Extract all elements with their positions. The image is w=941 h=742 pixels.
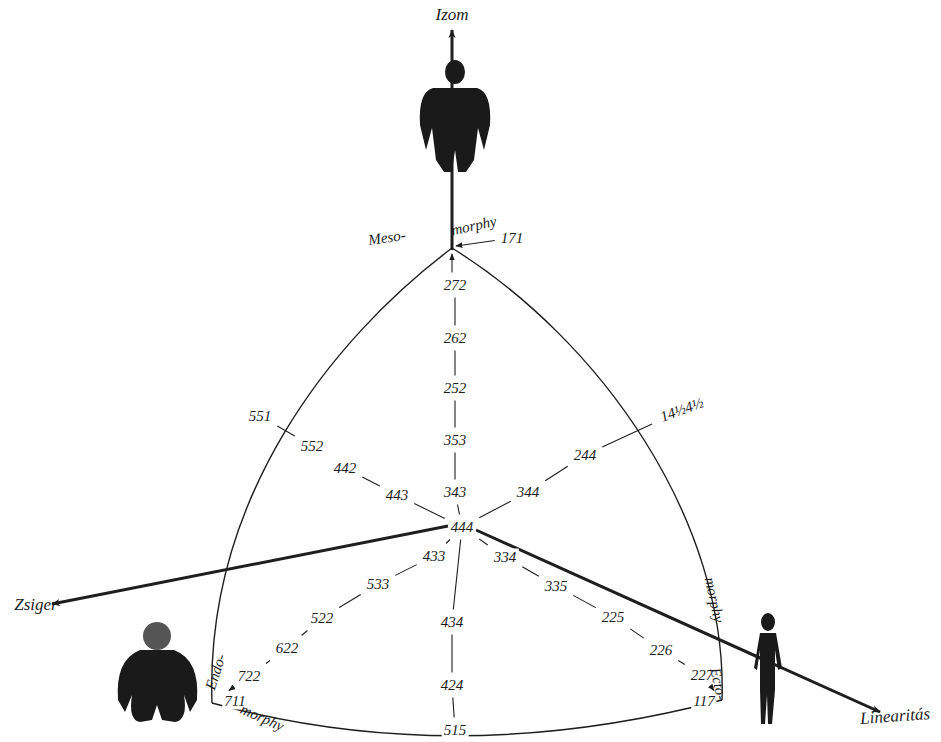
outline-right	[452, 248, 722, 700]
leader-line	[602, 424, 652, 447]
type-label: morphy	[448, 213, 500, 240]
leader-line	[522, 567, 539, 576]
leader-line	[573, 595, 596, 607]
somatotype-number: 353	[442, 432, 469, 449]
somatotype-number: 522	[309, 610, 336, 627]
axis-arrow	[476, 530, 880, 712]
leader-line	[678, 661, 685, 665]
leader-line	[630, 629, 644, 638]
type-label: Meso-	[365, 227, 408, 250]
somatotype-number: 444	[449, 519, 476, 536]
leader-line	[456, 240, 495, 246]
somatotype-number: 335	[543, 578, 570, 595]
leader-line	[454, 453, 455, 480]
somatotype-number: 244	[572, 447, 599, 464]
leader-line	[446, 540, 450, 544]
somatotype-number: 262	[442, 330, 469, 347]
somatotype-number: 443	[384, 487, 411, 504]
axis-label: Linearitás	[857, 704, 932, 728]
type-label: morphy	[236, 700, 288, 736]
somatotype-number: 551	[247, 408, 274, 425]
leader-line	[479, 501, 511, 518]
somatotype-number: 434	[439, 614, 466, 631]
leader-line	[302, 631, 308, 636]
outline-left	[212, 248, 452, 703]
mesomorph-figure	[420, 60, 490, 172]
leader-line	[458, 505, 460, 515]
leader-line	[339, 594, 361, 607]
somatotype-number: 533	[365, 576, 392, 593]
somatotype-number: 424	[439, 677, 466, 694]
type-label: Endo-	[202, 650, 231, 694]
somatotype-number: 343	[442, 484, 469, 501]
endomorph-figure	[118, 622, 198, 722]
leader-line	[362, 477, 380, 486]
leader-line	[454, 401, 455, 428]
somatotype-number: 344	[515, 484, 542, 501]
somatotype-number: 272	[442, 277, 469, 294]
somatotype-number: 622	[274, 640, 301, 657]
axis-arrow	[52, 526, 448, 604]
leader-line	[266, 661, 270, 664]
somatotype-number: 171	[499, 230, 526, 247]
leader-line	[277, 426, 295, 436]
leader-line	[454, 351, 455, 376]
leader-lines	[229, 240, 714, 717]
type-label: morphy	[701, 574, 728, 626]
somatotype-number: 442	[332, 460, 359, 477]
somatotype-number: 14½4½	[656, 394, 708, 427]
somatotype-number: 226	[648, 642, 675, 659]
somatotype-number: 552	[299, 438, 326, 455]
somatotype-number: 334	[492, 549, 519, 566]
leader-line	[545, 466, 568, 481]
ectomorph-figure	[754, 613, 782, 724]
leader-line	[414, 503, 445, 518]
somatotype-number: 722	[236, 668, 263, 685]
somatotype-number: 433	[421, 548, 448, 565]
somatotype-number: 225	[600, 609, 627, 626]
leader-line	[454, 298, 455, 326]
leader-line	[451, 635, 452, 673]
axis-label: Zsiger	[12, 595, 59, 614]
somatotype-number: 252	[442, 380, 469, 397]
leader-line	[453, 698, 454, 718]
leader-line	[395, 565, 417, 576]
leader-line	[451, 254, 452, 273]
somatotype-number: 515	[442, 722, 469, 739]
leader-line	[453, 540, 460, 610]
axis-label: Izom	[433, 5, 470, 24]
leader-line	[479, 539, 488, 545]
leader-line	[229, 689, 232, 691]
